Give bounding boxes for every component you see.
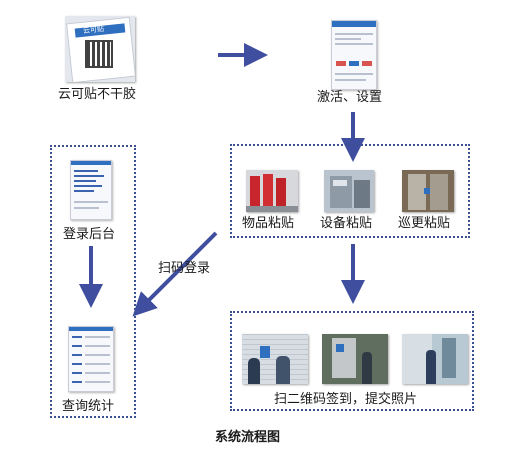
scan-submit-group — [230, 311, 474, 411]
item-sticker-photo — [246, 170, 298, 212]
node-query-stats-label: 查询统计 — [62, 399, 115, 414]
arrow-scan-login — [132, 231, 218, 317]
diagram-caption: 系统流程图 — [215, 430, 281, 445]
device-sticker-photo — [324, 170, 374, 212]
node-scan-submit-label: 扫二维码签到，提交照片 — [274, 392, 418, 407]
backend-group — [50, 145, 136, 418]
scan-photo-1 — [242, 334, 308, 384]
node-backend-login-label: 登录后台 — [63, 227, 116, 242]
sticker-photo: 云可贴 — [65, 16, 135, 82]
query-stats-screenshot — [68, 326, 114, 392]
node-item-sticker-label: 物品粘贴 — [242, 216, 295, 231]
node-sticker-label: 云可贴不干胶 — [58, 87, 137, 102]
edge-scan-login-label: 扫码登录 — [158, 261, 211, 276]
node-device-sticker-label: 设备粘贴 — [320, 216, 373, 231]
backend-login-screenshot — [70, 160, 112, 220]
qr-code-icon — [85, 40, 113, 68]
scan-photo-2 — [322, 334, 388, 384]
node-activate-label: 激活、设置 — [317, 90, 383, 105]
sticker-types-group — [230, 144, 470, 238]
patrol-sticker-photo — [402, 170, 454, 212]
scan-photo-3 — [402, 334, 468, 384]
node-patrol-sticker-label: 巡更粘贴 — [398, 216, 451, 231]
activate-phone-screenshot — [331, 20, 377, 90]
